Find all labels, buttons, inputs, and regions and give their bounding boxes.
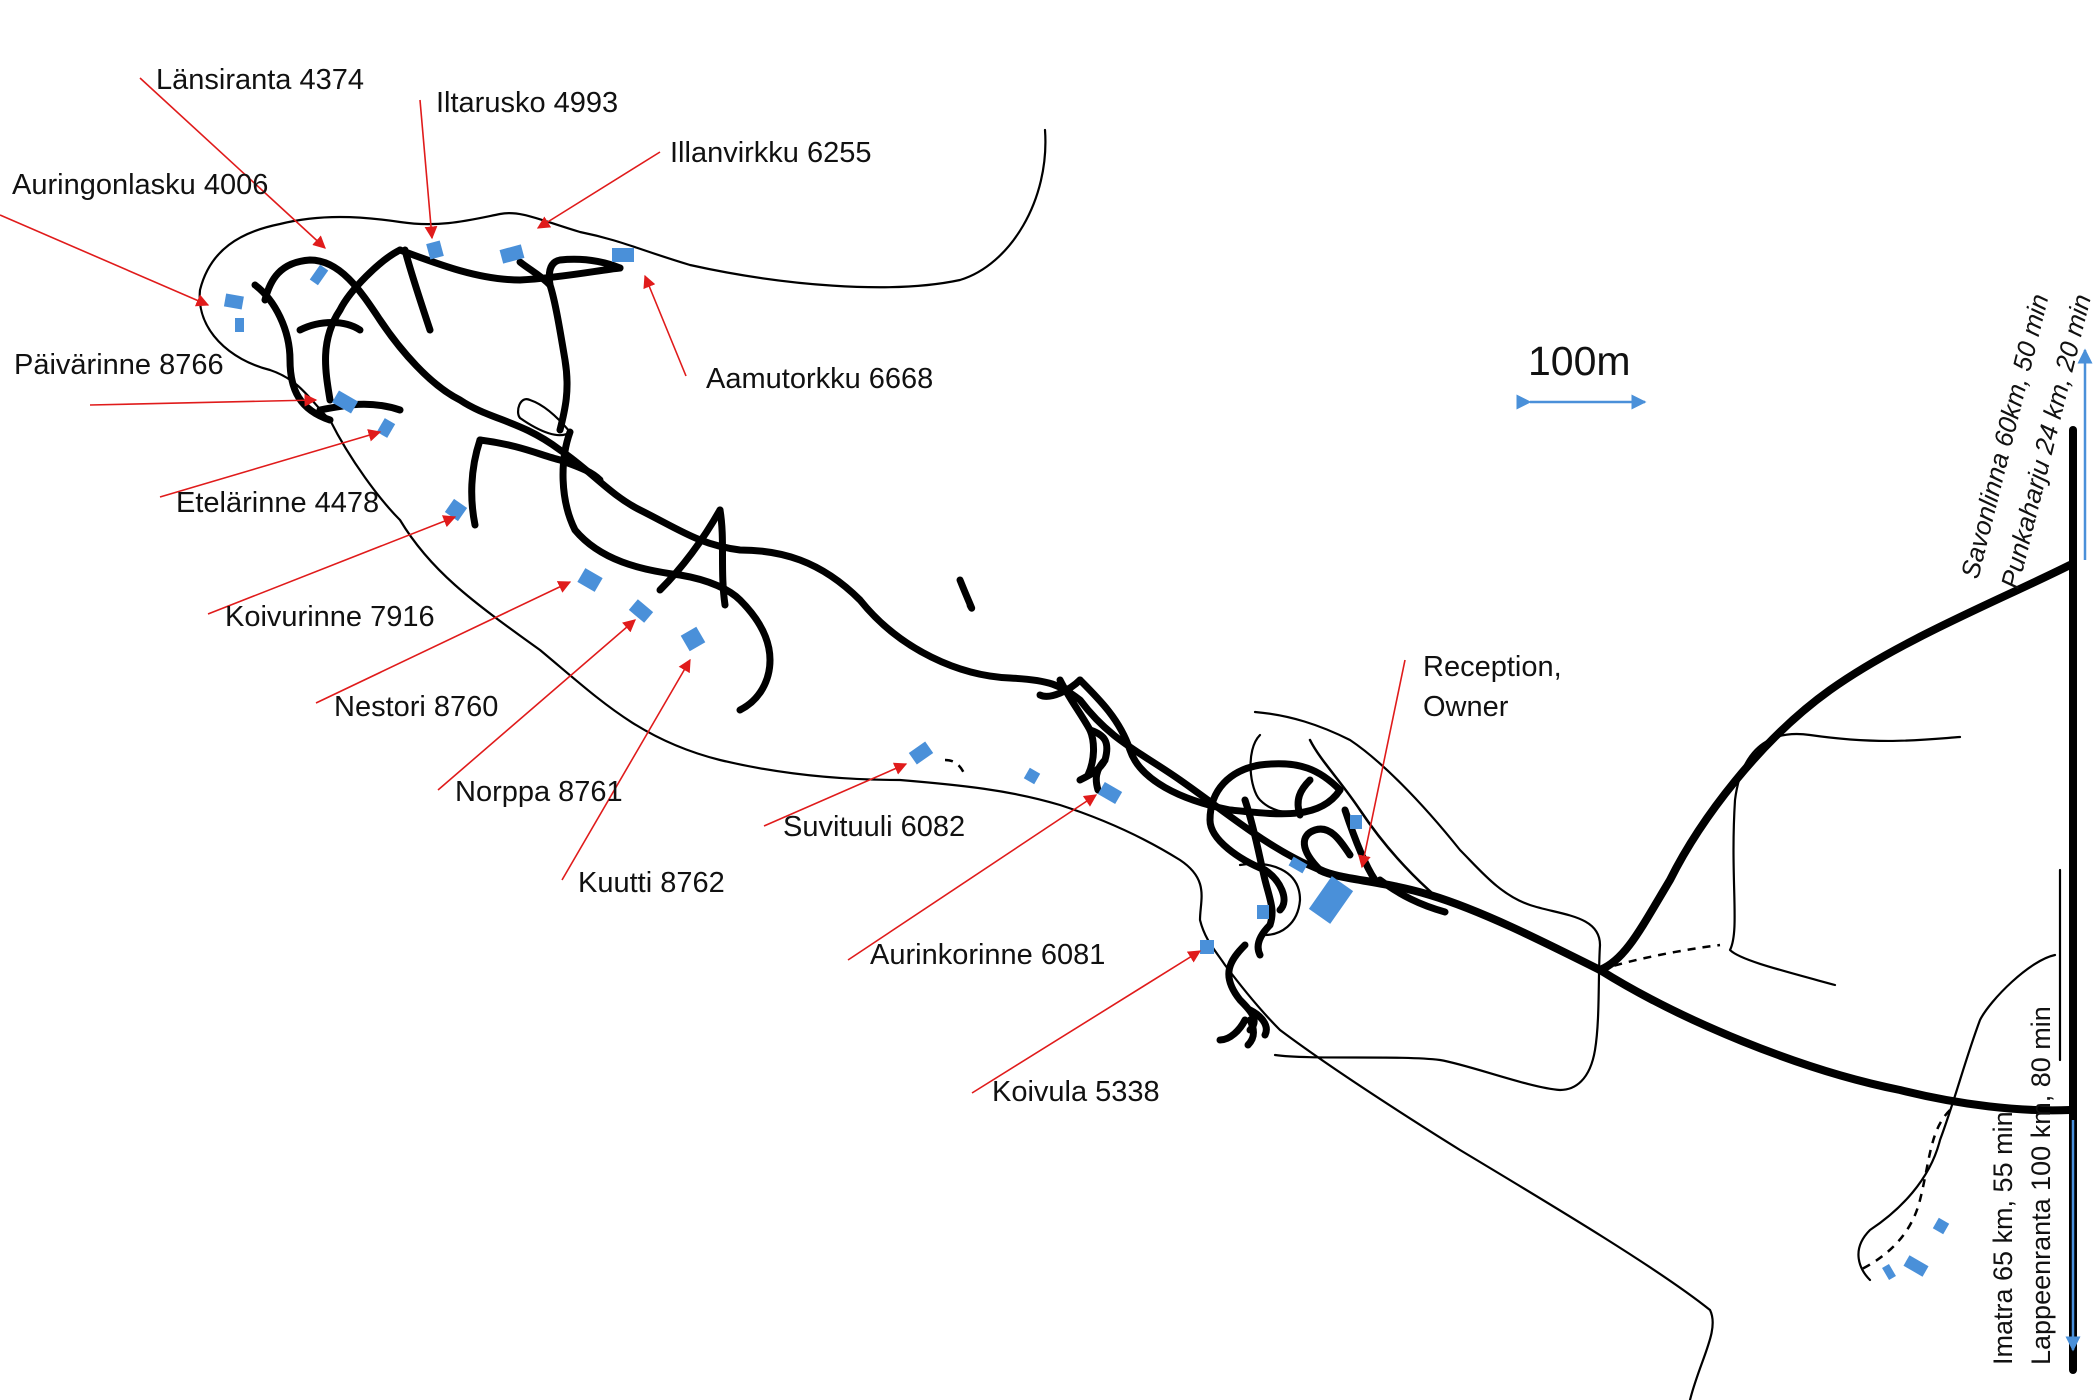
buildings: [223, 240, 1950, 1281]
scale-bar: 100m: [1516, 338, 1647, 410]
reception-label-line1: Reception,: [1423, 651, 1562, 683]
cottage-label-etelarinne: Etelärinne 4478: [176, 487, 379, 519]
roads: [251, 246, 2077, 1374]
cottage-label-aurinkorinne: Aurinkorinne 6081: [870, 939, 1105, 971]
pointer-arrows: [0, 77, 1406, 1094]
cottage-label-norppa: Norppa 8761: [455, 776, 623, 808]
cottage-label-illanvirkku: Illanvirkku 6255: [670, 137, 872, 169]
cottage-label-koivula: Koivula 5338: [992, 1076, 1160, 1108]
shoreline: [198, 128, 2062, 1400]
direction-arrows: [2065, 348, 2093, 1352]
scale-label: 100m: [1528, 338, 1631, 384]
cottage-label-lansiranta: Länsiranta 4374: [156, 64, 364, 96]
cottage-label-kuutti: Kuutti 8762: [578, 867, 725, 899]
cottage-labels: Länsiranta 4374 Iltarusko 4993 Illanvirk…: [12, 64, 1562, 1108]
cottage-label-suvituuli: Suvituuli 6082: [783, 811, 965, 843]
cottage-label-nestori: Nestori 8760: [334, 691, 498, 723]
cottage-label-iltarusko: Iltarusko 4993: [436, 87, 618, 119]
cottage-label-paivarinne: Päivärinne 8766: [14, 349, 224, 381]
direction-label-imatra: Imatra 65 km, 55 min: [1988, 1111, 2018, 1365]
direction-label-lappeenranta: Lappeenranta 100 km, 80 min: [2026, 1006, 2056, 1365]
reception-label-line2: Owner: [1423, 691, 1509, 723]
cottage-label-auringonlasku: Auringonlasku 4006: [12, 169, 268, 201]
cottage-label-aamutorkku: Aamutorkku 6668: [706, 363, 933, 395]
cottage-label-koivurinne: Koivurinne 7916: [225, 601, 435, 633]
